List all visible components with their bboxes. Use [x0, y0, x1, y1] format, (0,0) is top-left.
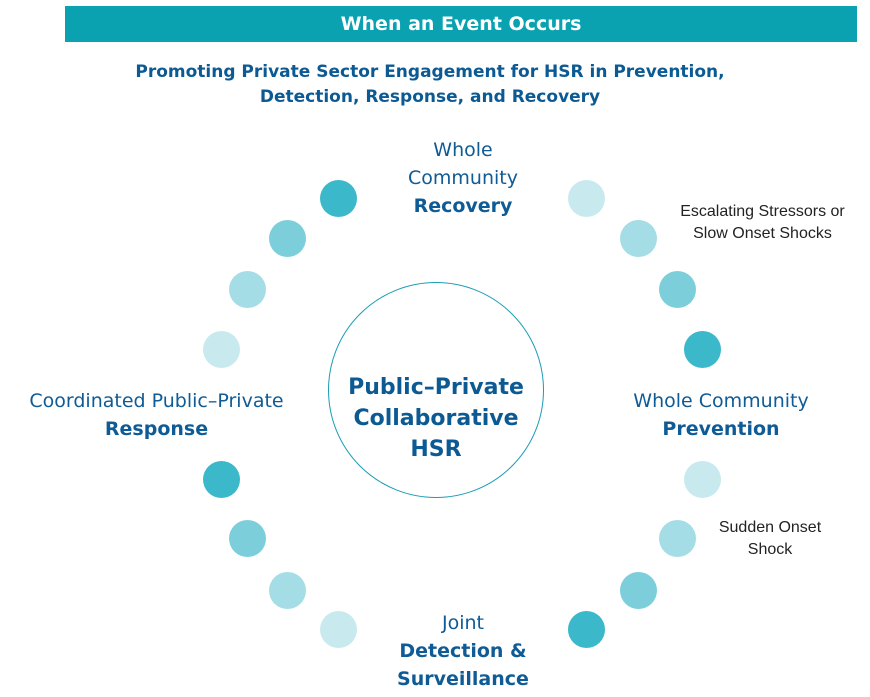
prevention-line-1: Whole Community: [633, 390, 809, 412]
cycle-dot: [684, 331, 721, 368]
prevention-label: Whole Community Prevention: [608, 387, 834, 443]
cycle-dot: [684, 461, 721, 498]
cycle-dot: [320, 180, 357, 217]
escalating-stressors-note: Escalating Stressors or Slow Onset Shock…: [655, 201, 870, 245]
cycle-dot: [320, 611, 357, 648]
escalating-line-1: Escalating Stressors or: [680, 203, 845, 220]
response-line-1: Coordinated Public–Private: [29, 390, 284, 412]
center-line-2: Collaborative: [353, 406, 519, 431]
detection-line-2: Detection &: [399, 640, 527, 662]
detection-line-1: Joint: [442, 612, 484, 634]
cycle-dot: [659, 271, 696, 308]
cycle-dot: [203, 331, 240, 368]
detection-line-3: Surveillance: [397, 668, 529, 690]
sudden-line-2: Shock: [747, 541, 793, 558]
escalating-line-2: Slow Onset Shocks: [693, 225, 832, 242]
subtitle-line-1: Promoting Private Sector Engagement for …: [135, 62, 725, 82]
cycle-dot: [229, 520, 266, 557]
cycle-dot: [229, 271, 266, 308]
center-label: Public–Private Collaborative HSR: [328, 372, 544, 465]
cycle-dot: [203, 461, 240, 498]
recovery-line-3: Recovery: [413, 195, 513, 217]
header-banner: When an Event Occurs: [65, 6, 857, 42]
cycle-dot: [659, 520, 696, 557]
subtitle-line-2: Detection, Response, and Recovery: [259, 87, 601, 107]
center-line-1: Public–Private: [348, 375, 524, 400]
center-circle: [328, 282, 544, 498]
recovery-line-1: Whole: [433, 139, 493, 161]
detection-label: Joint Detection & Surveillance: [370, 609, 556, 693]
recovery-line-2: Community: [408, 167, 518, 189]
center-line-3: HSR: [410, 437, 462, 462]
diagram-subtitle: Promoting Private Sector Engagement for …: [80, 60, 780, 110]
cycle-dot: [269, 572, 306, 609]
response-line-2: Response: [104, 418, 209, 440]
cycle-dot: [269, 220, 306, 257]
recovery-label: Whole Community Recovery: [380, 136, 546, 220]
sudden-onset-note: Sudden Onset Shock: [700, 517, 840, 561]
cycle-dot: [620, 572, 657, 609]
sudden-line-1: Sudden Onset: [718, 519, 822, 536]
cycle-dot: [568, 180, 605, 217]
prevention-line-2: Prevention: [662, 418, 780, 440]
response-label: Coordinated Public–Private Response: [4, 387, 309, 443]
cycle-dot: [620, 220, 657, 257]
cycle-dot: [568, 611, 605, 648]
